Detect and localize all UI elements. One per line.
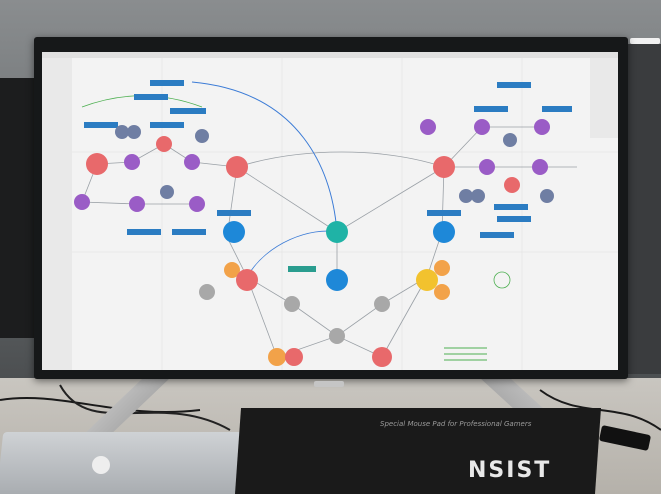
highlight-edge-blue — [191, 81, 338, 233]
right-wall-panel — [626, 44, 661, 374]
left-tool-panel — [42, 58, 72, 370]
right-inspector-panel — [590, 58, 618, 138]
legend-lines — [444, 347, 487, 361]
graph-nodes — [74, 119, 554, 367]
apple-icon — [92, 456, 110, 474]
node-graph-diagram — [42, 52, 618, 370]
laptop-lid — [0, 432, 249, 494]
monitor-screen — [42, 52, 618, 370]
graph-edges — [81, 126, 577, 358]
label-box-teal — [288, 266, 316, 272]
mousepad-headline: Special Mouse Pad for Professional Gamer… — [380, 420, 532, 428]
mousepad-brand: NSIST — [468, 458, 552, 483]
ceiling-light — [630, 38, 660, 44]
monitor-brand-badge — [314, 381, 344, 387]
label-boxes — [84, 80, 572, 238]
app-toolbar — [42, 52, 618, 58]
left-cabinet — [0, 78, 34, 338]
